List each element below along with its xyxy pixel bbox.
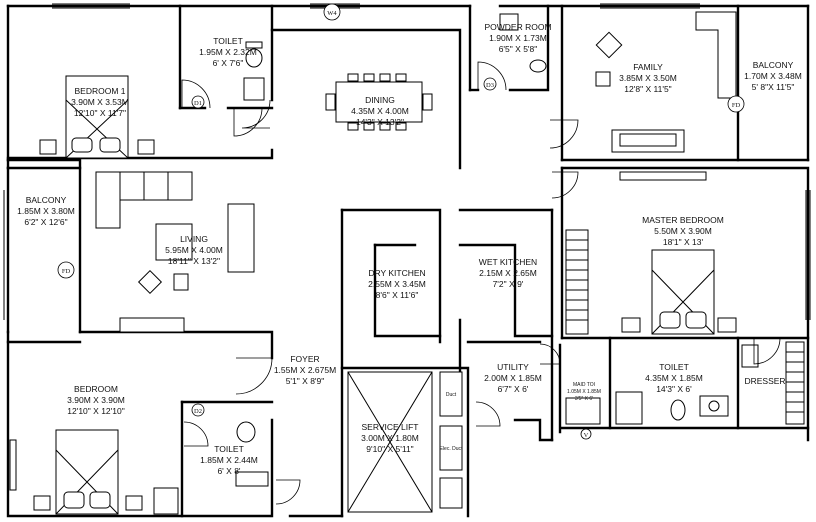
family-dim-m: 3.85M X 3.50M [619, 73, 677, 83]
balcony-right-name: BALCONY [753, 60, 794, 70]
master-bedroom-dim-m: 5.50M X 3.90M [654, 226, 712, 236]
wet-kitchen-name: WET KITCHEN [479, 257, 537, 267]
maid-toilet-dim-ft: 3'5" X 6' [575, 396, 593, 402]
dining-dim-m: 4.35M X 4.00M [351, 106, 409, 116]
toilet2-dim-m: 1.85M X 2.44M [200, 455, 258, 465]
balcony-right-dim-m: 1.70M X 3.48M [744, 71, 802, 81]
bedroom1-dim-m: 3.90M X 3.53M [71, 97, 129, 107]
powder-name: POWDER ROOM [484, 22, 551, 32]
tag-fd-top: FD [732, 102, 741, 109]
wet-kitchen-dim-m: 2.15M X 2.65M [479, 268, 537, 278]
master-bedroom-name: MASTER BEDROOM [642, 215, 724, 225]
tag-circle-v [580, 428, 592, 440]
toilet1-dim-m: 1.95M X 2.32M [199, 47, 257, 57]
wet-kitchen-dim-ft: 7'2" X 9' [493, 279, 524, 289]
maid-toilet-name: MAID TOI [573, 382, 595, 388]
balcony-right-dim-ft: 5' 8"X 11'5" [752, 82, 795, 92]
windows [3, 3, 811, 320]
dresser-name: DRESSER [744, 376, 785, 386]
master-bedroom-dim-ft: 18'1" X 13' [663, 237, 704, 247]
toilet1-name: TOILET [213, 36, 243, 46]
tag-w4: W4 [327, 10, 337, 17]
bedroom-name: BEDROOM [74, 384, 118, 394]
dry-kitchen-dim-m: 2.55M X 3.45M [368, 279, 426, 289]
tag-circle-fd-left [57, 261, 75, 279]
dry-kitchen-dim-ft: 8'6" X 11'6" [376, 290, 419, 300]
balcony-left-dim-ft: 6'2" X 12'6" [24, 217, 67, 227]
toilet-master-name: TOILET [659, 362, 689, 372]
foyer-dim-ft: 5'1" X 8'9" [286, 376, 325, 386]
living-dim-ft: 18'11" X 13'2" [168, 256, 220, 266]
tag-d3: D3 [486, 82, 494, 89]
maid-toilet-dim-m: 1.05M X 1.85M [567, 389, 601, 395]
service-lift-dim-ft: 9'10" X 5'11" [366, 444, 413, 454]
tag-fd-left: FD [62, 268, 71, 275]
toilet-master-dim-ft: 14'3" X 6' [656, 384, 692, 394]
bedroom1-name: BEDROOM 1 [74, 86, 125, 96]
tag-d2: D2 [194, 408, 202, 415]
tag-d1: D1 [194, 100, 202, 107]
tag-v: V [584, 432, 589, 439]
balcony-left-dim-m: 1.85M X 3.80M [17, 206, 75, 216]
room-labels: BEDROOM 1 3.90M X 3.53M 12'10" X 11'7" T… [17, 22, 802, 476]
toilet1-dim-ft: 6' X 7'6" [213, 58, 244, 68]
dining-name: DINING [365, 95, 395, 105]
dining-dim-ft: 14'3" X 13'2" [356, 117, 404, 127]
tag-circle-d1 [191, 95, 205, 109]
tag-circle-fd-top [727, 95, 745, 113]
utility-dim-m: 2.00M X 1.85M [484, 373, 542, 383]
elec-duct-label: Elec. Duct [440, 446, 463, 452]
tag-circle-d2 [191, 403, 205, 417]
toilet2-dim-ft: 6' X 8' [217, 466, 240, 476]
furniture [9, 11, 805, 515]
bedroom-dim-ft: 12'10" X 12'10" [67, 406, 125, 416]
powder-dim-m: 1.90M X 1.73M [489, 33, 547, 43]
foyer-name: FOYER [290, 354, 319, 364]
tags: W4 FD FD D1 D2 D3 V Duct Elec. Duct [57, 3, 745, 452]
family-dim-ft: 12'8" X 11'5" [624, 84, 671, 94]
bedroom-dim-m: 3.90M X 3.90M [67, 395, 125, 405]
balcony-left-name: BALCONY [26, 195, 67, 205]
toilet2-name: TOILET [214, 444, 244, 454]
utility-name: UTILITY [497, 362, 529, 372]
service-lift-name: SERVICE LIFT [362, 422, 419, 432]
tag-circle-d3 [483, 77, 497, 91]
utility-dim-ft: 6'7" X 6' [498, 384, 529, 394]
family-name: FAMILY [633, 62, 663, 72]
walls [6, 4, 810, 518]
powder-dim-ft: 6'5" X 5'8" [499, 44, 538, 54]
doors [181, 61, 781, 505]
service-lift-dim-m: 3.00M X 1.80M [361, 433, 419, 443]
dry-kitchen-name: DRY KITCHEN [368, 268, 425, 278]
living-dim-m: 5.95M X 4.00M [165, 245, 223, 255]
duct-label: Duct [446, 392, 457, 398]
foyer-dim-m: 1.55M X 2.675M [274, 365, 336, 375]
living-name: LIVING [180, 234, 208, 244]
toilet-master-dim-m: 4.35M X 1.85M [645, 373, 703, 383]
tag-circle-w4 [323, 3, 341, 21]
bedroom1-dim-ft: 12'10" X 11'7" [74, 108, 126, 118]
